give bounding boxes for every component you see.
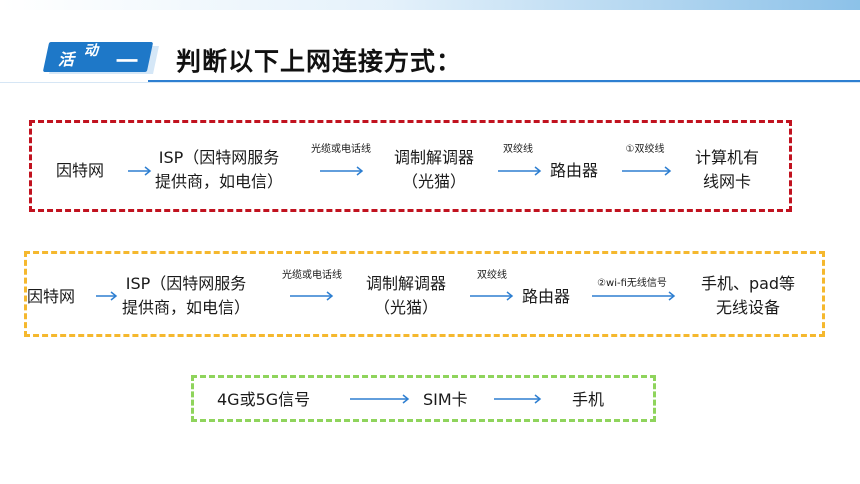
- header-rule: [148, 80, 860, 82]
- row2-arrow-4: [592, 291, 676, 301]
- arrow-right-icon: [498, 166, 542, 176]
- row2-node-isp: ISP（因特网服务 提供商，如电信）: [122, 272, 250, 320]
- arrow-right-icon: [470, 291, 514, 301]
- row1-node-computer: 计算机有 线网卡: [684, 146, 770, 194]
- activity-badge: 活 动 一: [42, 40, 159, 75]
- row1-edge-label-2: 光缆或电话线: [311, 144, 371, 155]
- arrow-right-icon: [320, 166, 364, 176]
- row2-modem-line2: （光猫）: [373, 298, 438, 317]
- row2-edge-label-2: 光缆或电话线: [282, 270, 342, 281]
- wired-connection-box: [29, 120, 792, 212]
- row1-isp-line1: ISP（因特网服务: [158, 148, 280, 167]
- row1-arrow-2: [320, 166, 364, 176]
- page-title: 判断以下上网连接方式：: [176, 47, 463, 76]
- row1-arrow-1: [128, 166, 152, 176]
- arrow-right-icon: [622, 166, 672, 176]
- row2-edge-label-3: 双绞线: [477, 270, 507, 281]
- arrow-right-icon: [290, 291, 334, 301]
- row1-computer-line1: 计算机有: [694, 148, 759, 167]
- row1-computer-line2: 线网卡: [702, 172, 751, 191]
- row2-modem-line1: 调制解调器: [365, 274, 446, 293]
- badge-text-2: 动: [84, 43, 98, 59]
- row2-node-wireless-device: 手机、pad等 无线设备: [690, 272, 806, 320]
- row2-isp-line2: 提供商，如电信）: [122, 298, 251, 317]
- row1-arrow-4: [622, 166, 672, 176]
- row1-edge-label-3: 双绞线: [503, 144, 533, 155]
- arrow-right-icon: [494, 394, 542, 404]
- row1-arrow-3: [498, 166, 542, 176]
- row1-edge-label-4: ①双绞线: [625, 144, 665, 155]
- badge-text-1: 活: [58, 50, 75, 69]
- row3-node-signal: 4G或5G信号: [217, 390, 311, 409]
- row2-device-line2: 无线设备: [715, 298, 780, 317]
- mobile-connection-box: [191, 375, 656, 422]
- row3-arrow-1: [350, 394, 410, 404]
- row1-modem-line2: （光猫）: [401, 172, 466, 191]
- badge-text-3: 一: [116, 50, 139, 75]
- wireless-connection-box: [24, 251, 825, 337]
- row2-arrow-1: [96, 291, 118, 301]
- row1-node-modem: 调制解调器 （光猫）: [388, 146, 480, 194]
- row3-node-sim: SIM卡: [423, 390, 468, 409]
- row1-node-internet: 因特网: [56, 161, 105, 180]
- row2-isp-line1: ISP（因特网服务: [125, 274, 247, 293]
- row1-node-isp: ISP（因特网服务 提供商，如电信）: [155, 146, 283, 194]
- row2-node-router: 路由器: [522, 287, 571, 306]
- arrow-right-icon: [96, 291, 118, 301]
- header-divider: [0, 82, 860, 83]
- row2-node-modem: 调制解调器 （光猫）: [360, 272, 452, 320]
- row2-arrow-3: [470, 291, 514, 301]
- row2-edge-label-4: ②wi-fi无线信号: [597, 278, 667, 289]
- row1-isp-line2: 提供商，如电信）: [155, 172, 284, 191]
- arrow-right-icon: [592, 291, 676, 301]
- row2-arrow-2: [290, 291, 334, 301]
- row3-arrow-2: [494, 394, 542, 404]
- row1-node-router: 路由器: [550, 161, 599, 180]
- arrow-right-icon: [128, 166, 152, 176]
- arrow-right-icon: [350, 394, 410, 404]
- row3-node-phone: 手机: [572, 390, 605, 409]
- row1-modem-line1: 调制解调器: [393, 148, 474, 167]
- row2-device-line1: 手机、pad等: [700, 274, 796, 293]
- top-gradient-bar: [0, 0, 860, 10]
- row2-node-internet: 因特网: [27, 287, 76, 306]
